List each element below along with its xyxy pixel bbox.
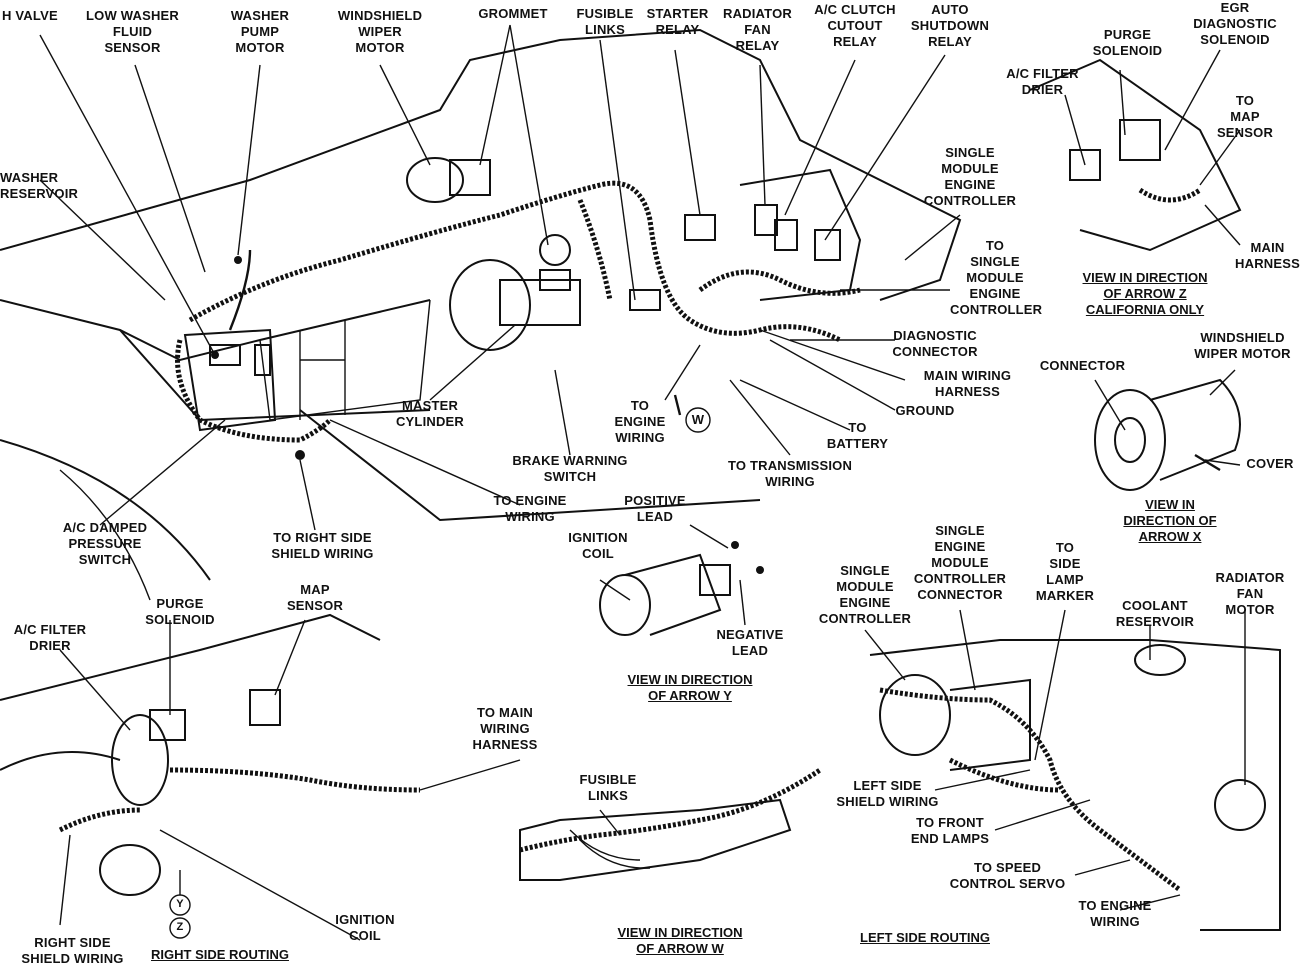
- label-washer-reservoir: WASHER RESERVOIR: [0, 170, 79, 201]
- label-to-smec: TO SINGLE MODULE ENGINE CONTROLLER: [950, 238, 1043, 317]
- caption-left-side-routing: LEFT SIDE ROUTING: [860, 930, 990, 945]
- label-to-map-sensor: TO MAP SENSOR: [1216, 93, 1274, 140]
- callout-w-letter: W: [691, 412, 705, 427]
- main-leader-lines: [39, 24, 961, 531]
- label-fusible-links-w: FUSIBLE LINKS: [579, 772, 637, 803]
- right-side-drawing: [0, 613, 521, 941]
- label-positive-lead: POSITIVE LEAD: [624, 493, 686, 524]
- label-ac-damped-pressure-switch: A/C DAMPED PRESSURE SWITCH: [62, 520, 148, 567]
- label-smec-top: SINGLE MODULE ENGINE CONTROLLER: [923, 145, 1017, 208]
- label-radiator-fan-motor: RADIATOR FAN MOTOR: [1215, 570, 1285, 617]
- relay-cluster-drawing: [684, 168, 862, 301]
- caption-view-arrow-z: VIEW IN DIRECTION OF ARROW Z CALIFORNIA …: [1082, 270, 1208, 317]
- label-low-washer-sensor: LOW WASHER FLUID SENSOR: [86, 8, 179, 55]
- main-harness-route: [188, 180, 842, 343]
- label-main-wiring-harness: MAIN WIRING HARNESS: [923, 368, 1012, 399]
- label-ac-filter-drier-rs: A/C FILTER DRIER: [13, 622, 87, 653]
- label-to-transmission-wiring: TO TRANSMISSION WIRING: [727, 458, 853, 489]
- caption-view-arrow-y: VIEW IN DIRECTION OF ARROW Y: [627, 672, 753, 703]
- label-to-front-end-lamps: TO FRONT END LAMPS: [910, 815, 990, 846]
- label-to-main-wiring-harness: TO MAIN WIRING HARNESS: [472, 705, 538, 752]
- label-auto-shutdown-relay: AUTO SHUTDOWN RELAY: [910, 2, 990, 49]
- label-washer-pump-motor: WASHER PUMP MOTOR: [230, 8, 290, 55]
- label-ignition-coil-y: IGNITION COIL: [568, 530, 628, 561]
- label-purge-solenoid-z: PURGE SOLENOID: [1092, 27, 1163, 58]
- callout-y-letter: Y: [176, 898, 184, 910]
- label-h-valve: H VALVE: [2, 8, 58, 23]
- view-y-drawing: [599, 524, 764, 636]
- label-coolant-reservoir: COOLANT RESERVOIR: [1115, 598, 1195, 629]
- label-cover: COVER: [1246, 456, 1294, 471]
- washer-reservoir-drawing: [183, 328, 277, 432]
- label-fusible-links: FUSIBLE LINKS: [576, 6, 634, 37]
- view-z-drawing: [1029, 49, 1242, 252]
- label-windshield-wiper-motor: WINDSHIELD WIPER MOTOR: [337, 8, 423, 55]
- washer-pump-wire: [228, 249, 252, 331]
- view-w-drawing: [519, 767, 822, 881]
- label-brake-warning-switch: BRAKE WARNING SWITCH: [512, 453, 628, 484]
- label-master-cylinder: MASTER CYLINDER: [395, 398, 465, 429]
- label-left-side-shield: LEFT SIDE SHIELD WIRING: [836, 778, 939, 809]
- label-wiper-motor-x: WINDSHIELD WIPER MOTOR: [1194, 330, 1291, 361]
- label-ignition-coil-rs: IGNITION COIL: [335, 912, 395, 943]
- label-grommet: GROMMET: [478, 6, 548, 21]
- grommet-drawing: [539, 234, 571, 266]
- label-to-engine-wiring-mid: TO ENGINE WIRING: [493, 493, 567, 524]
- label-smec-left-side: SINGLE MODULE ENGINE CONTROLLER: [818, 563, 912, 626]
- fusible-link-route: [577, 199, 613, 301]
- label-to-engine-wiring-w: TO ENGINE WIRING: [614, 398, 666, 445]
- view-x-drawing: [1094, 369, 1241, 491]
- callout-w-circle: [685, 407, 711, 433]
- label-map-sensor-rs: MAP SENSOR: [286, 582, 344, 613]
- label-to-engine-wiring-ls: TO ENGINE WIRING: [1078, 898, 1152, 929]
- label-ac-filter-drier-z: A/C FILTER DRIER: [1006, 66, 1079, 97]
- label-to-side-lamp-marker: TO SIDE LAMP MARKER: [1035, 540, 1095, 603]
- label-to-battery: TO BATTERY: [826, 420, 889, 451]
- callout-z-letter: Z: [176, 921, 184, 933]
- label-ac-clutch-relay: A/C CLUTCH CUTOUT RELAY: [814, 2, 896, 49]
- label-right-side-shield: RIGHT SIDE SHIELD WIRING: [21, 935, 124, 966]
- label-smec-connector: SINGLE ENGINE MODULE CONTROLLER CONNECTO…: [913, 523, 1007, 602]
- controller-route: [698, 269, 861, 296]
- label-connector-x: CONNECTOR: [1039, 358, 1126, 373]
- main-connectors: [211, 256, 661, 460]
- label-radiator-fan-relay: RADIATOR FAN RELAY: [722, 6, 792, 53]
- label-diagnostic-connector: DIAGNOSTIC CONNECTOR: [892, 328, 978, 359]
- label-egr-solenoid: EGR DIAGNOSTIC SOLENOID: [1193, 0, 1277, 47]
- label-starter-relay: STARTER RELAY: [646, 6, 709, 37]
- caption-view-arrow-w: VIEW IN DIRECTION OF ARROW W: [617, 925, 743, 956]
- master-cylinder-drawing: [449, 259, 581, 351]
- label-to-right-side-shield: TO RIGHT SIDE SHIELD WIRING: [271, 530, 374, 561]
- caption-view-arrow-x: VIEW IN DIRECTION OF ARROW X: [1123, 497, 1217, 544]
- label-purge-solenoid-rs: PURGE SOLENOID: [145, 596, 215, 627]
- label-ground: GROUND: [895, 403, 955, 418]
- label-to-speed-control-servo: TO SPEED CONTROL SERVO: [949, 860, 1066, 891]
- wiper-motor-drawing: [406, 157, 491, 203]
- callout-w-arrow: [673, 394, 682, 416]
- label-main-harness-z: MAIN HARNESS: [1235, 240, 1300, 271]
- left-side-drawing: [864, 609, 1281, 931]
- caption-right-side-routing: RIGHT SIDE ROUTING: [151, 947, 289, 962]
- label-negative-lead: NEGATIVE LEAD: [716, 627, 784, 658]
